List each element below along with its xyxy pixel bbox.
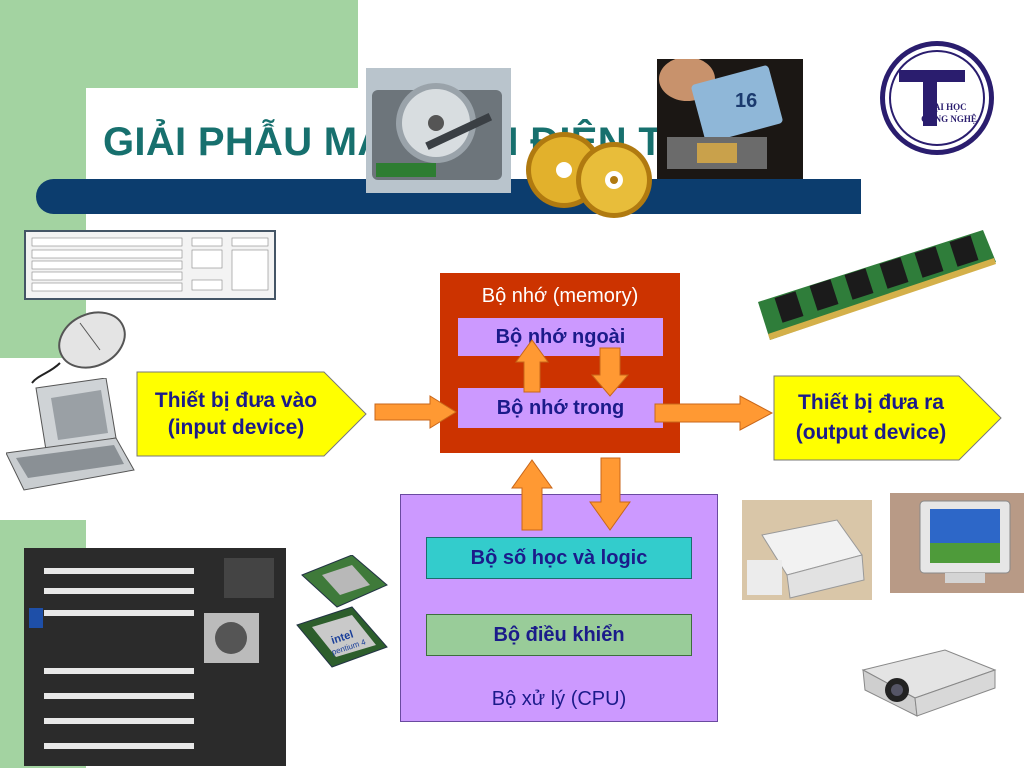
logo-text-line2: CÔNG NGHỆ [921, 114, 977, 124]
arrow-external-to-internal [590, 347, 630, 397]
flash-card-image: 16 [657, 57, 803, 179]
arrow-memory-to-cpu [589, 457, 631, 531]
scanner-image [5, 377, 136, 496]
hard-disk-image [366, 68, 511, 193]
internal-memory-box: Bộ nhớ trong [458, 388, 663, 428]
white-panel [86, 88, 358, 118]
flash-card-capacity: 16 [735, 90, 757, 112]
output-device-shape [773, 375, 1003, 461]
logo-text-line1: ĐẠI HỌC [927, 102, 966, 112]
output-device-label: Thiết bị đưa ra (output device) [773, 375, 969, 461]
keyboard-image [24, 230, 276, 300]
cd-discs-image [522, 130, 662, 220]
green-accent-left-top [0, 88, 86, 358]
mouse-image [30, 305, 130, 385]
arrow-internal-to-external [515, 339, 549, 393]
input-device-shape [136, 371, 368, 457]
alu-box: Bộ số học và logic [426, 537, 692, 579]
input-device-line1: Thiết bị đưa vào [154, 389, 318, 412]
memory-label: Bộ nhớ (memory) [481, 284, 639, 307]
control-unit-box: Bộ điều khiển [426, 614, 692, 656]
external-memory-box: Bộ nhớ ngoài [458, 318, 663, 356]
output-device-line2: (output device) [795, 421, 947, 444]
arrow-memory-to-output [654, 395, 774, 431]
output-device-line1: Thiết bị đưa ra [798, 391, 944, 414]
monitor-image [890, 493, 1024, 593]
arrow-cpu-to-memory [511, 459, 553, 531]
university-logo: ĐẠI HỌC CÔNG NGHỆ [877, 38, 997, 158]
cpu-box [400, 494, 718, 722]
ram-module-image [748, 222, 998, 352]
cpu-chip-image: intel pentium 4 [292, 554, 392, 687]
projector-image [855, 640, 1000, 720]
motherboard-image [24, 548, 286, 766]
input-device-line2: (input device) [167, 416, 305, 439]
cpu-label: Bộ xử lý (CPU) [491, 687, 627, 710]
printer-image [742, 500, 872, 600]
arrow-input-to-memory [374, 395, 457, 429]
green-accent-top [0, 0, 358, 88]
input-device-label: Thiết bị đưa vào (input device) [136, 371, 336, 457]
